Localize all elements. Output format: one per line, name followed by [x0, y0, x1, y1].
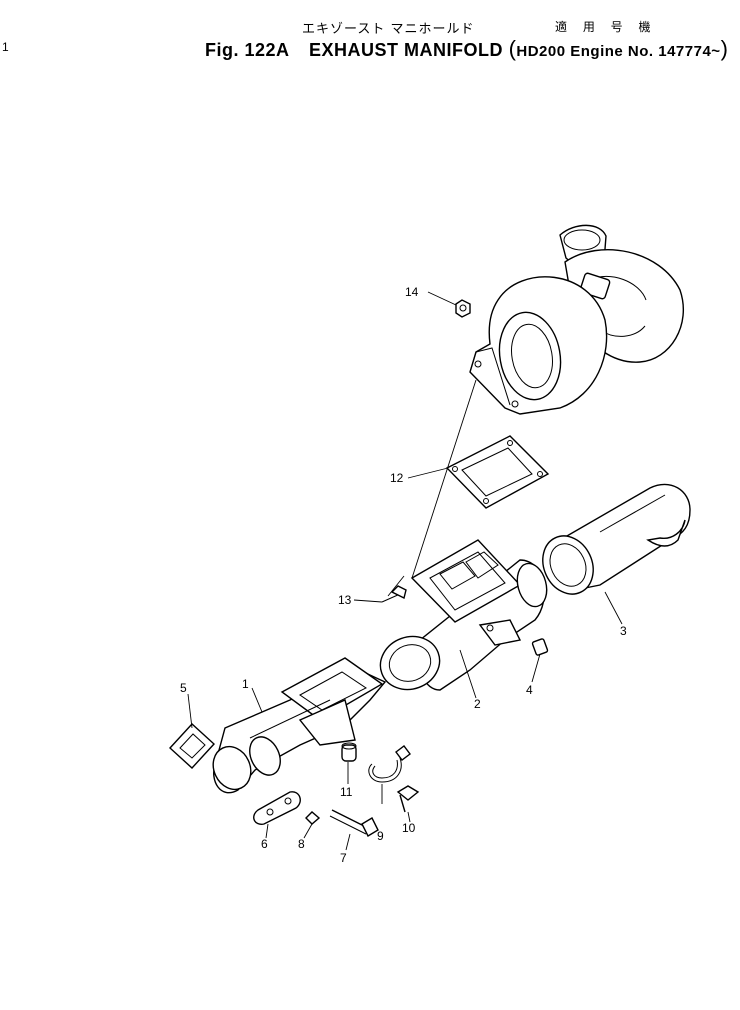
gasket-12 [445, 435, 550, 509]
spacer-11 [341, 742, 357, 762]
callout-11: 11 [340, 785, 353, 799]
clamp-9 [368, 745, 411, 783]
callout-4: 4 [526, 683, 533, 697]
callout-8: 8 [298, 837, 305, 851]
exhaust-manifold-2 [379, 539, 548, 691]
gasket-5 [169, 723, 215, 769]
bolt-10 [396, 785, 420, 813]
applicability: HD200 Engine No. 147774~ [516, 43, 721, 60]
paren-open: ( [508, 36, 517, 61]
callout-13: 13 [338, 593, 352, 607]
title-japanese: エキゾースト マニホールド [302, 22, 475, 37]
lock-washer-8 [305, 811, 321, 825]
applicable-japanese: 適 用 号 機 [555, 20, 657, 34]
bolt-7 [329, 809, 379, 837]
callout-10: 10 [402, 821, 416, 835]
callout-9: 9 [377, 829, 384, 843]
callout-1: 1 [242, 677, 249, 691]
callout-12: 12 [390, 471, 404, 485]
nut-14 [455, 299, 471, 318]
margin-mark: 1 [2, 40, 9, 54]
callout-3: 3 [620, 624, 627, 638]
turbocharger [469, 224, 685, 415]
figure-title-english: EXHAUST MANIFOLD [309, 40, 504, 60]
callout-7: 7 [340, 851, 347, 865]
callout-2: 2 [474, 697, 481, 711]
callout-labels: 1 2 3 4 5 6 7 8 9 10 11 12 13 14 [180, 285, 627, 865]
figure-number: Fig. 122A [205, 40, 290, 60]
exhaust-pipe-3 [542, 483, 691, 595]
exhaust-manifold-1 [212, 657, 387, 794]
bolt-13 [381, 585, 407, 603]
callout-5: 5 [180, 681, 187, 695]
callout-6: 6 [261, 837, 268, 851]
figure-title: Fig. 122A EXHAUST MANIFOLD (HD200 Engine… [205, 36, 728, 62]
paren-close: ) [720, 36, 729, 61]
leader-lines [187, 291, 623, 851]
callout-14: 14 [405, 285, 419, 299]
nut-4 [531, 638, 549, 656]
clamp-6 [253, 791, 301, 825]
